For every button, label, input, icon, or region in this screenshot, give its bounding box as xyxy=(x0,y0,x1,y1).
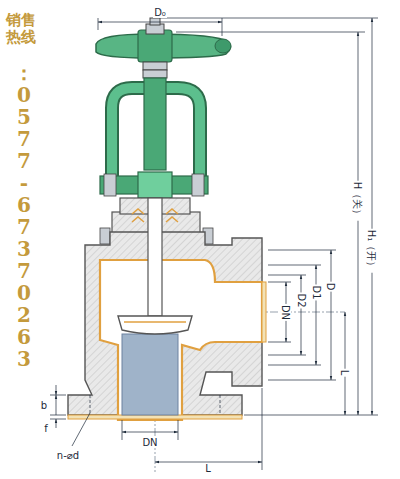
drawing-stroke xyxy=(176,32,365,33)
drawing-stroke xyxy=(268,342,291,343)
dimension-label: DN xyxy=(141,437,158,448)
drawing-stroke xyxy=(143,62,167,70)
drawing-stroke xyxy=(268,282,291,283)
handwheel xyxy=(96,18,231,78)
drawing-stroke xyxy=(100,228,110,244)
drawing-stroke xyxy=(244,415,378,416)
drawing-stroke xyxy=(192,174,204,196)
drawing-stroke xyxy=(301,275,302,355)
drawing-stroke xyxy=(124,321,186,323)
drawing-stroke xyxy=(50,395,66,396)
dimension-label: D2 xyxy=(296,292,307,308)
drawing-stroke xyxy=(144,78,166,170)
drawing-stroke xyxy=(268,365,321,366)
drawing-stroke xyxy=(100,260,262,420)
drawing-stroke xyxy=(50,415,66,416)
drawing-stroke xyxy=(268,265,321,266)
drawing-stroke xyxy=(150,18,160,25)
dimension-label: DN xyxy=(281,303,292,320)
drawing-stroke xyxy=(358,32,359,415)
drawing-stroke xyxy=(122,334,178,415)
drawing-stroke xyxy=(268,355,306,356)
drawing-stroke xyxy=(143,70,167,78)
drawing-stroke xyxy=(118,316,192,334)
drawing-stroke xyxy=(138,172,172,198)
drawing-stroke xyxy=(56,385,57,395)
watermark-phone: ：0577-67370263 xyxy=(14,62,34,370)
drawing-stroke xyxy=(220,395,221,415)
drawing-stroke xyxy=(90,395,91,415)
dimension-label: b xyxy=(40,400,48,411)
drawing-stroke xyxy=(72,413,90,446)
dimension-label: f xyxy=(43,423,49,434)
drawing-stroke xyxy=(331,250,332,380)
drawing-stroke xyxy=(98,18,99,30)
dimension-lines xyxy=(50,18,378,470)
drawing-stroke xyxy=(215,39,231,53)
drawing-stroke xyxy=(50,419,66,420)
drawing-stroke xyxy=(345,312,346,415)
drawing-stroke xyxy=(122,432,178,433)
yoke xyxy=(100,78,208,198)
dimension-label: L xyxy=(339,368,350,376)
drawing-stroke xyxy=(268,380,336,381)
drawing-stroke xyxy=(138,30,172,62)
drawing-stroke xyxy=(98,22,222,23)
drawing-stroke xyxy=(262,282,266,342)
dimension-label: H₁（开） xyxy=(367,228,378,272)
dimension-label: D₀ xyxy=(153,7,167,18)
drawing-stroke xyxy=(56,419,57,428)
drawing-stroke xyxy=(122,420,123,440)
drawing-stroke xyxy=(178,420,179,440)
drawing-stroke xyxy=(104,174,116,196)
drawing-stroke xyxy=(160,18,378,19)
drawing-stroke xyxy=(222,18,223,36)
dimension-label: L xyxy=(204,463,212,474)
drawing-stroke xyxy=(316,265,317,365)
drawing-stroke xyxy=(268,275,306,276)
dimension-label: D1 xyxy=(311,284,322,300)
drawing-stroke xyxy=(372,18,373,415)
drawing-stroke xyxy=(56,395,57,415)
drawing-stroke xyxy=(148,198,162,316)
dimension-label: H（关） xyxy=(353,180,364,220)
valve-body xyxy=(68,232,266,420)
callout-label: n-⌀d xyxy=(56,450,80,461)
drawing-stroke xyxy=(262,388,263,470)
drawing-stroke xyxy=(268,250,336,251)
watermark-heading: 销售热线 xyxy=(6,12,36,45)
stem-disc xyxy=(118,198,192,334)
dimension-label: D xyxy=(325,281,336,291)
drawing-stroke xyxy=(68,415,242,419)
